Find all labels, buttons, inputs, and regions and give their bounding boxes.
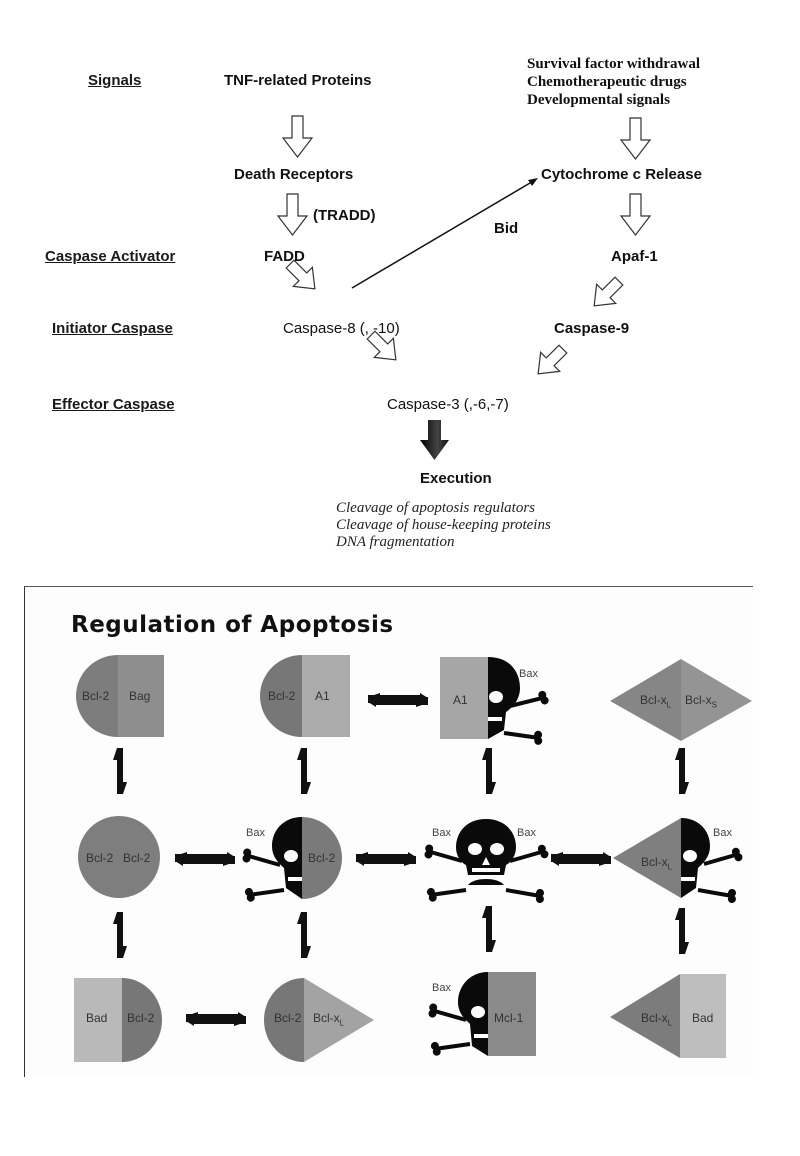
label-subscript: S <box>711 700 718 710</box>
stage-label-caspase-activator: Caspase Activator <box>45 248 176 265</box>
intrinsic-signals-list: Survival factor withdrawal Chemotherapeu… <box>527 55 700 109</box>
equilibrium-arrow <box>551 852 611 866</box>
node-execution: Execution <box>420 470 492 487</box>
arrow-caspase9-to-caspase3 <box>537 344 568 375</box>
label-bclxl: Bcl-xL <box>641 855 672 871</box>
node-apaf-1: Apaf-1 <box>611 248 658 265</box>
complex-a1-bax <box>440 657 552 748</box>
label-text: Bcl-x <box>313 1011 340 1025</box>
complex-bcl2-bcl2 <box>78 816 160 898</box>
node-tnf-related-proteins: TNF-related Proteins <box>224 72 372 89</box>
label-bax: Bax <box>517 827 536 839</box>
label-bcl2: Bcl-2 <box>274 1011 302 1025</box>
label-bax: Bax <box>432 982 451 994</box>
label-mcl1: Mcl-1 <box>494 1011 524 1025</box>
pathway-arrows <box>276 115 652 460</box>
execution-outcome: Cleavage of house-keeping proteins <box>336 517 551 533</box>
label-bcl2: Bcl-2 <box>86 851 114 865</box>
equilibrium-arrow <box>297 912 311 958</box>
label-bad: Bad <box>692 1011 714 1025</box>
regulation-title: Regulation of Apoptosis <box>71 612 394 638</box>
complex-bax-mcl1 <box>424 972 536 1059</box>
execution-arrow <box>420 420 449 460</box>
arrow-receptors-to-fadd <box>276 193 309 236</box>
label-bcl2: Bcl-2 <box>82 689 110 703</box>
complex-bcl2-bclxl <box>264 978 374 1062</box>
arrow-tnf-to-receptors <box>281 115 314 158</box>
intrinsic-signal: Chemotherapeutic drugs <box>527 74 687 90</box>
label-bclxl: Bcl-xL <box>640 693 671 709</box>
complex-bad-bcl2 <box>74 978 162 1062</box>
label-subscript: L <box>666 700 672 710</box>
execution-outcomes: Cleavage of apoptosis regulators Cleavag… <box>336 500 551 551</box>
label-text: Bcl-x <box>685 693 712 707</box>
equilibrium-arrow <box>113 912 127 958</box>
node-fadd: FADD <box>264 248 305 265</box>
node-caspase-3: Caspase-3 (,-6,-7) <box>387 396 509 413</box>
label-bax: Bax <box>519 668 538 680</box>
label-bag: Bag <box>129 689 151 703</box>
complex-bcl2-a1 <box>260 655 350 737</box>
label-bcl2: Bcl-2 <box>127 1011 155 1025</box>
label-bcl2: Bcl-2 <box>123 851 151 865</box>
intrinsic-signal: Survival factor withdrawal <box>527 56 701 72</box>
complex-bcl2-bag <box>76 655 164 737</box>
complex-bclxl-bad <box>610 974 726 1058</box>
label-bax: Bax <box>713 827 732 839</box>
execution-outcome: Cleavage of apoptosis regulators <box>336 500 536 516</box>
arrow-fadd-to-caspase8 <box>285 259 316 290</box>
equilibrium-arrow <box>186 1012 246 1026</box>
arrow-caspase8-to-caspase3 <box>366 330 397 361</box>
intrinsic-signal: Developmental signals <box>527 92 670 108</box>
arrow-cytochrome-to-apaf1 <box>619 193 652 236</box>
label-text: Bcl-x <box>640 693 667 707</box>
equilibrium-arrow <box>675 748 689 794</box>
equilibrium-arrow <box>113 748 127 794</box>
node-caspase-8: Caspase-8 (, -10) <box>283 320 400 337</box>
label-bclxl: Bcl-xL <box>641 1011 672 1027</box>
node-death-receptors: Death Receptors <box>234 166 354 183</box>
label-subscript: L <box>667 862 673 872</box>
node-cytochrome-c-release: Cytochrome c Release <box>541 166 702 183</box>
stage-label-effector-caspase: Effector Caspase <box>52 396 175 413</box>
execution-outcome: DNA fragmentation <box>336 534 455 550</box>
equilibrium-arrow <box>297 748 311 794</box>
label-bad: Bad <box>86 1011 108 1025</box>
equilibrium-arrow <box>482 906 496 952</box>
equilibrium-arrow <box>175 852 235 866</box>
label-bclxs: Bcl-xS <box>685 693 717 709</box>
label-text: Bcl-x <box>641 855 668 869</box>
label-subscript: L <box>667 1018 673 1028</box>
equilibrium-arrow <box>356 852 416 866</box>
complex-bclxl-bax <box>613 818 746 906</box>
stage-label-signals: Signals <box>88 72 142 89</box>
bid-crosstalk-line <box>351 182 531 289</box>
complex-bax-bcl2 <box>238 817 342 905</box>
label-bax: Bax <box>432 827 451 839</box>
label-a1: A1 <box>453 693 468 707</box>
label-bcl2: Bcl-2 <box>308 851 336 865</box>
node-caspase-9: Caspase-9 <box>554 320 630 337</box>
label-bax: Bax <box>246 827 265 839</box>
bid-arrowhead <box>528 178 538 186</box>
stage-label-initiator-caspase: Initiator Caspase <box>52 320 173 337</box>
bid-label: Bid <box>494 220 519 237</box>
complex-bclxl-bclxs <box>610 659 752 741</box>
arrow-apaf1-to-caspase9 <box>593 276 624 307</box>
label-bclxl: Bcl-xL <box>313 1011 344 1027</box>
label-text: Bcl-x <box>641 1011 668 1025</box>
label-a1: A1 <box>315 689 330 703</box>
label-subscript: L <box>339 1018 345 1028</box>
equilibrium-arrow <box>482 748 496 794</box>
arrow-signals-to-cytochrome <box>619 117 652 160</box>
label-bcl2: Bcl-2 <box>268 689 296 703</box>
equilibrium-arrow <box>368 693 428 707</box>
equilibrium-arrow <box>675 908 689 954</box>
node-tradd-note: (TRADD) <box>313 207 376 224</box>
